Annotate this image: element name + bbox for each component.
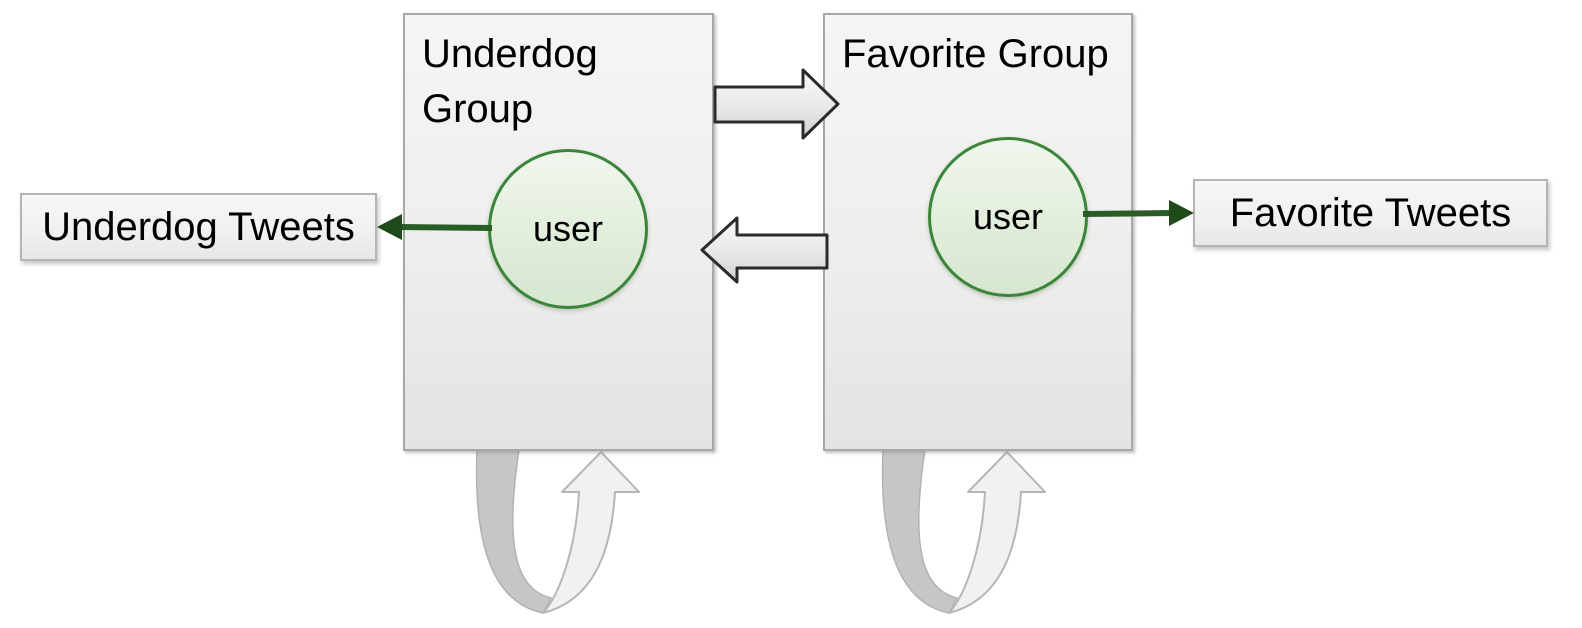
right-block-arrow-icon [713,68,840,140]
favorite-group-title: Favorite Group [842,32,1109,76]
left-block-arrow-icon [700,216,829,284]
underdog-user-label: user [532,208,604,249]
favorite-user-label: user [972,196,1044,237]
underdog-user-node: user [488,149,648,309]
favorite-tweets-box: Favorite Tweets [1193,179,1548,247]
underdog-tweets-label: Underdog Tweets [42,204,355,249]
underdog-tweets-box: Underdog Tweets [20,193,377,261]
underdog-group-box: Underdog Group [403,13,714,451]
underdog-group-title: Underdog Group [422,32,598,131]
favorite-self-loop-arrow-icon [881,449,1046,614]
favorite-tweets-label: Favorite Tweets [1229,190,1512,235]
underdog-self-loop-arrow-icon [475,449,640,614]
favorite-user-node: user [928,137,1088,297]
